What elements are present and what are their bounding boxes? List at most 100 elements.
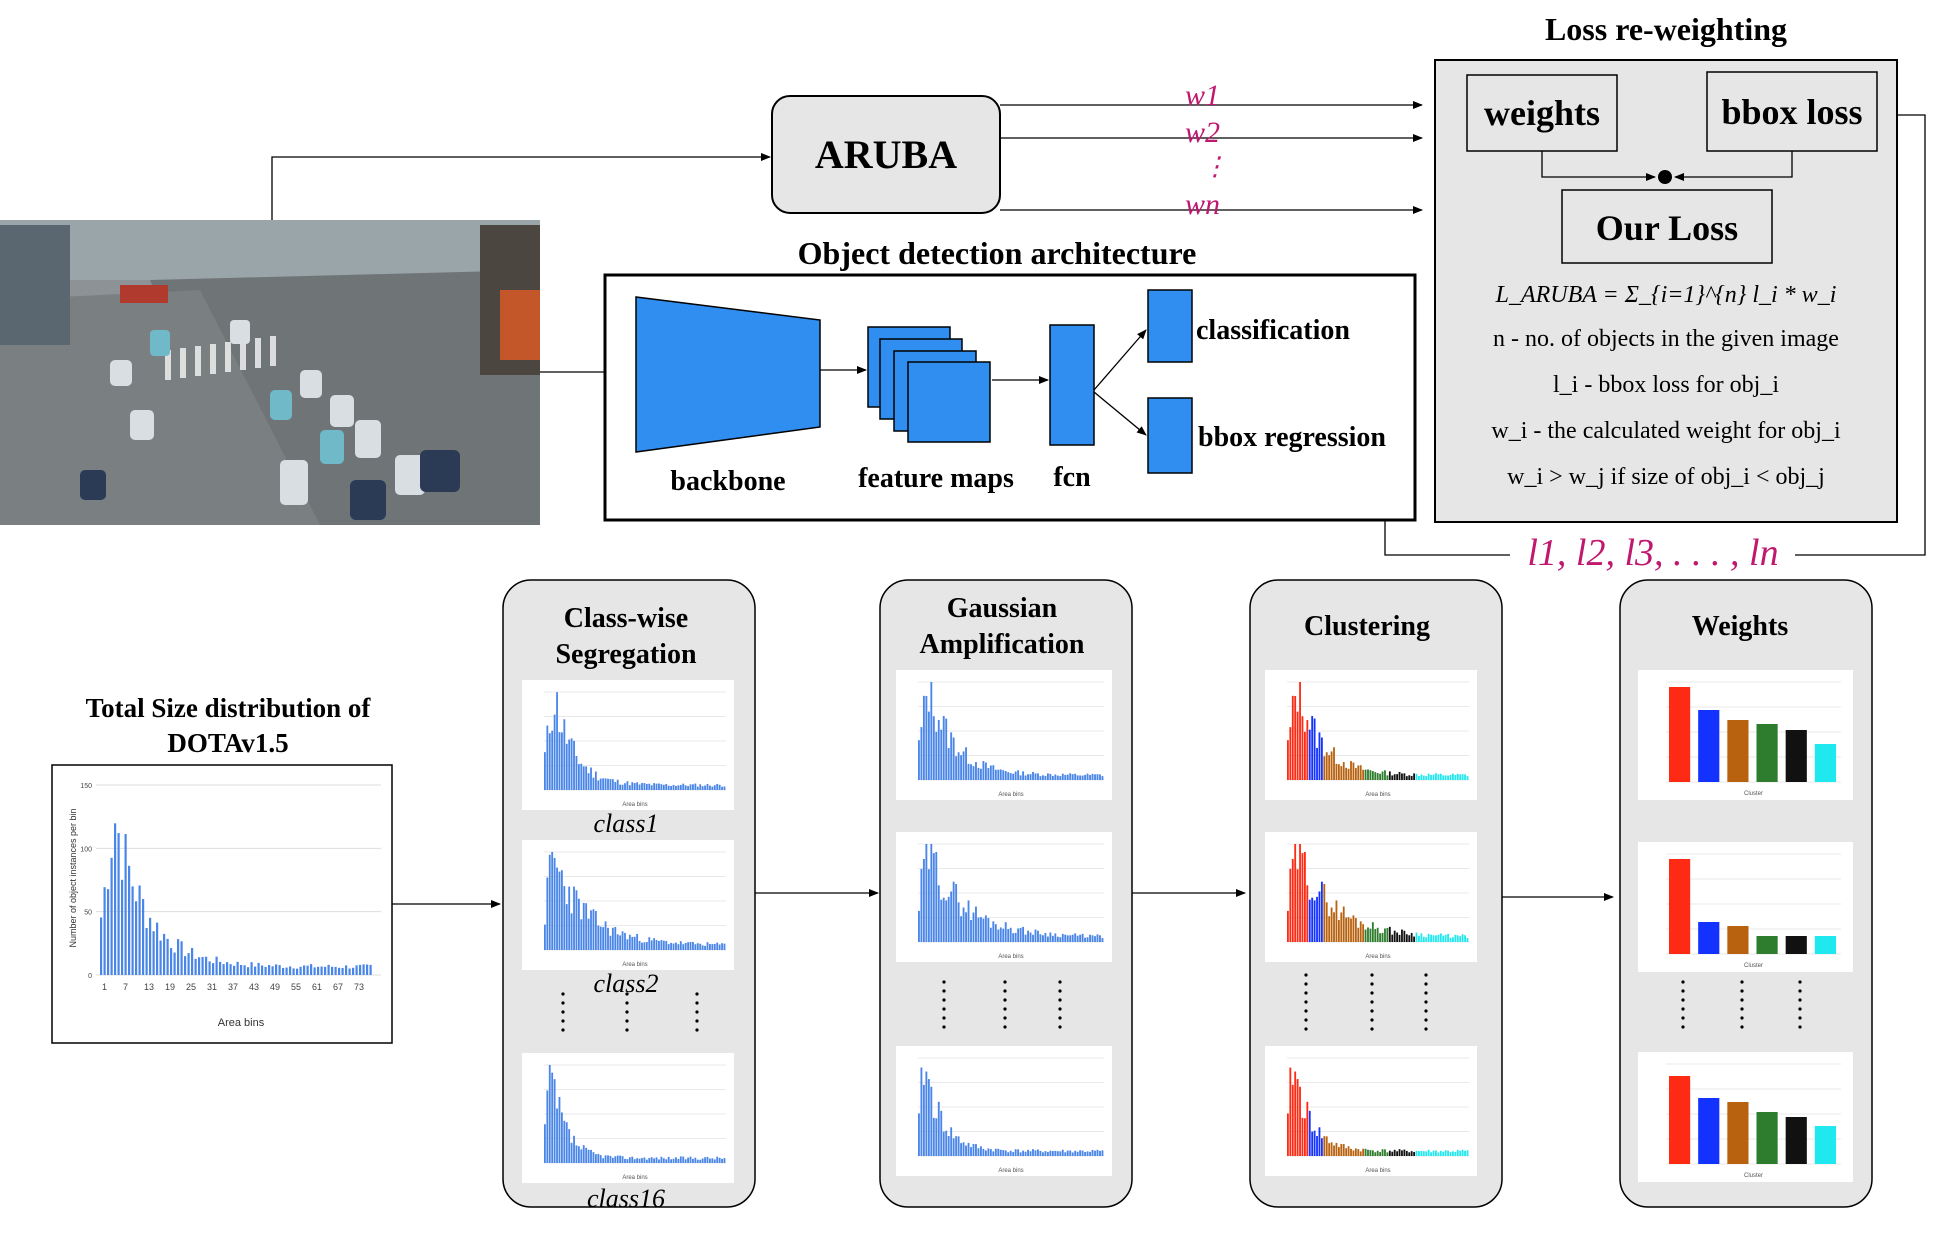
mini-bar: [1054, 1150, 1057, 1156]
mini-bar: [987, 918, 990, 942]
mini-bar: [1347, 768, 1350, 780]
mini-bar: [636, 1158, 639, 1163]
mini-bar: [1401, 929, 1403, 942]
mini-bar: [679, 1156, 682, 1163]
total-bar: [149, 917, 152, 975]
mini-bar: [1091, 935, 1094, 942]
ellipsis-dot: [1798, 989, 1802, 993]
mini-bar: [932, 853, 935, 942]
mini-bar: [970, 1147, 972, 1156]
mini-bar: [573, 1135, 575, 1163]
ellipsis-dot: [1003, 989, 1007, 993]
mini-bar: [1059, 1151, 1062, 1156]
mini-bar: [565, 743, 568, 790]
mini-bar: [704, 1157, 706, 1163]
mini-bar: [1076, 1151, 1079, 1156]
mini-bar: [1362, 1148, 1365, 1156]
mini-bar: [1017, 770, 1020, 780]
mini-bar: [952, 881, 955, 942]
backbone-label: backbone: [670, 466, 785, 497]
mini-bar: [1333, 747, 1335, 780]
weight-bar: [1785, 730, 1807, 782]
mini-bar: [1022, 771, 1025, 780]
mini-bar: [1403, 930, 1406, 942]
mini-bar: [1084, 774, 1087, 780]
mini-bar: [950, 1127, 953, 1156]
mini-bar: [658, 940, 660, 950]
total-bar: [352, 967, 355, 975]
mini-bar: [1427, 773, 1430, 780]
mini-bar: [1069, 773, 1072, 780]
mini-bar: [1354, 918, 1357, 942]
mini-bar: [660, 940, 663, 950]
mini-bar: [1079, 1150, 1082, 1156]
mini-bar: [1354, 768, 1357, 780]
mini-bar: [1051, 1151, 1054, 1156]
mini-bar: [1381, 932, 1384, 942]
mini-bar: [679, 941, 682, 950]
mini-bar: [940, 899, 943, 942]
mini-bar: [1439, 1150, 1442, 1156]
total-distribution: Total Size distribution of DOTAv1.5 1501…: [51, 693, 393, 1044]
mini-bar: [585, 766, 588, 790]
mini-bar: [965, 1145, 967, 1156]
mini-bar: [1410, 1151, 1413, 1156]
mini-bar: [611, 779, 614, 790]
mini-bar: [660, 784, 663, 790]
total-bar: [366, 964, 369, 975]
mini-bar: [1357, 927, 1360, 942]
ellipsis-dot: [1304, 982, 1308, 986]
ellipsis-dot: [1740, 980, 1744, 984]
mini-bar: [558, 732, 561, 790]
mini-bar: [1024, 775, 1027, 780]
mini-bar: [1461, 774, 1464, 780]
stage2-title-2: Amplification: [920, 629, 1085, 660]
mini-bar: [1032, 771, 1034, 780]
mini-bar: [1452, 937, 1454, 942]
total-bar: [152, 931, 155, 975]
mini-bar: [1323, 1136, 1326, 1156]
loss-def-n: n - no. of objects in the given image: [1493, 326, 1839, 352]
weight-w2: w2: [1185, 116, 1220, 149]
mini-bar: [650, 785, 653, 790]
mini-bar: [1328, 1143, 1331, 1156]
mini-bar: [997, 769, 1000, 780]
weight-bar: [1669, 687, 1691, 782]
mini-bar: [660, 1156, 663, 1163]
mini-bar: [658, 1159, 660, 1163]
ellipsis-dot: [1740, 1025, 1744, 1029]
mini-bar: [1359, 921, 1362, 942]
mini-bar: [563, 1120, 566, 1163]
mini-bar: [1464, 774, 1466, 780]
mini-bar: [1089, 775, 1091, 780]
mini-bar: [1071, 774, 1074, 780]
ellipsis-dot: [625, 992, 629, 996]
mini-bar: [713, 943, 716, 950]
mini-bar: [1294, 695, 1297, 780]
mini-bar: [1066, 935, 1069, 942]
mini-bar: [1420, 933, 1423, 942]
mini-bar: [947, 747, 950, 780]
mini-bar: [1042, 935, 1044, 942]
mini-weight-chart: Cluster: [1638, 670, 1853, 800]
mini-bar: [1403, 773, 1406, 780]
mini-bar: [684, 1159, 687, 1163]
mini-bar: [1415, 773, 1418, 780]
mini-bar: [1009, 1150, 1012, 1156]
mini-bar: [1039, 1150, 1042, 1156]
mini-bar: [609, 1155, 612, 1163]
mini-bar: [965, 747, 967, 780]
mini-bar: [1335, 763, 1338, 780]
total-bar: [173, 952, 176, 975]
total-xtick: 73: [354, 982, 364, 992]
mini-bar: [1413, 773, 1416, 780]
mini-bar: [597, 925, 600, 950]
ellipsis-dot: [1304, 991, 1308, 995]
mini-bar: [701, 945, 704, 950]
mini-bar: [1012, 1152, 1015, 1156]
mini-bar: [1037, 1149, 1039, 1156]
total-bar: [142, 899, 145, 975]
mini-bar: [1435, 1150, 1437, 1156]
mini-bar: [952, 737, 955, 780]
mini-bar: [599, 778, 602, 790]
